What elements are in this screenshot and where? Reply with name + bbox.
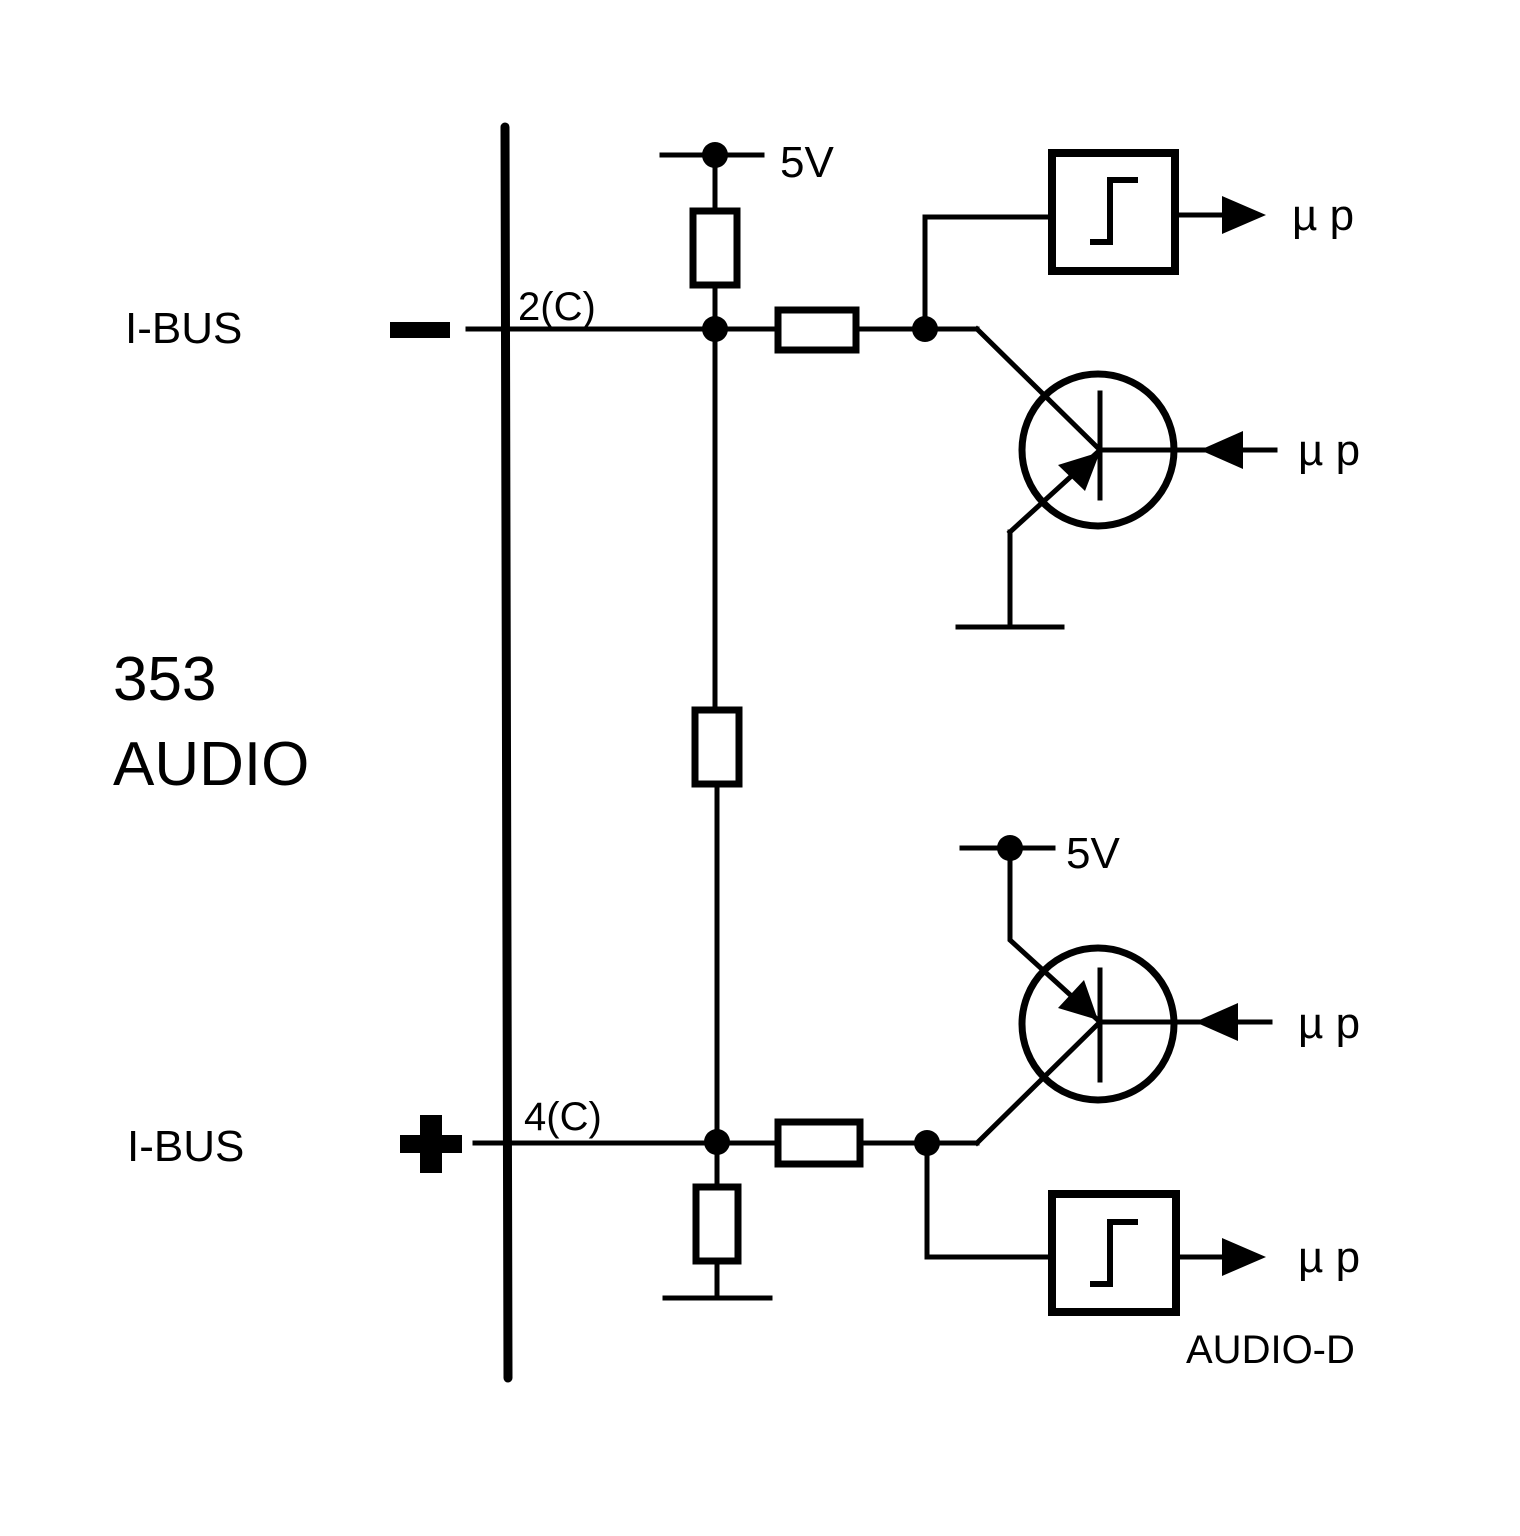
supply-label-top: 5V <box>780 138 834 187</box>
mp-label-4: µ p <box>1298 1233 1360 1282</box>
minus-junction <box>702 316 728 342</box>
ibus-label-bottom: I-BUS <box>127 1122 244 1171</box>
supply-label-bottom: 5V <box>1066 829 1120 878</box>
series-resistor-bottom <box>774 1118 864 1168</box>
middle-resistor <box>691 706 743 788</box>
arrow-left-icon-1 <box>1200 431 1243 469</box>
series-resistor-top <box>774 306 860 354</box>
pulldown-resistor <box>692 1183 742 1265</box>
transistor-bottom-emitter <box>1007 845 1104 1026</box>
comparator-bottom <box>1048 1190 1180 1316</box>
pullup-resistor <box>689 207 741 289</box>
comparator-top <box>1048 149 1179 275</box>
ibus-label-top: I-BUS <box>125 304 242 353</box>
pin-label-plus: 4(C) <box>524 1095 602 1139</box>
comparator-top-input <box>922 214 1055 332</box>
pin-label-minus: 2(C) <box>518 285 596 329</box>
title-number: 353 <box>113 645 216 714</box>
arrow-right-icon-1 <box>1222 196 1266 234</box>
plus-terminal-icon <box>400 1115 462 1173</box>
footer-tag: AUDIO-D <box>1186 1328 1355 1372</box>
comparator-bottom-step-icon <box>1090 1219 1138 1287</box>
emitter-arrow-icon-top <box>1058 452 1100 491</box>
comparator-top-step-icon <box>1090 177 1138 245</box>
emitter-arrow-icon-bottom <box>1058 980 1098 1020</box>
plus-junction <box>704 1129 730 1155</box>
transistor-top-collector <box>973 325 1104 454</box>
transistor-bottom-collector <box>973 1018 1104 1147</box>
comparator-bottom-input <box>924 1140 1055 1260</box>
bus-bar <box>500 122 513 1383</box>
mp-label-2: µ p <box>1298 426 1360 475</box>
mp-label-1: µ p <box>1292 191 1354 240</box>
minus-terminal-icon <box>390 322 450 338</box>
mp-label-3: µ p <box>1298 999 1360 1048</box>
arrow-left-icon-2 <box>1195 1003 1238 1041</box>
title-name: AUDIO <box>113 730 309 799</box>
arrow-right-icon-2 <box>1222 1238 1266 1276</box>
